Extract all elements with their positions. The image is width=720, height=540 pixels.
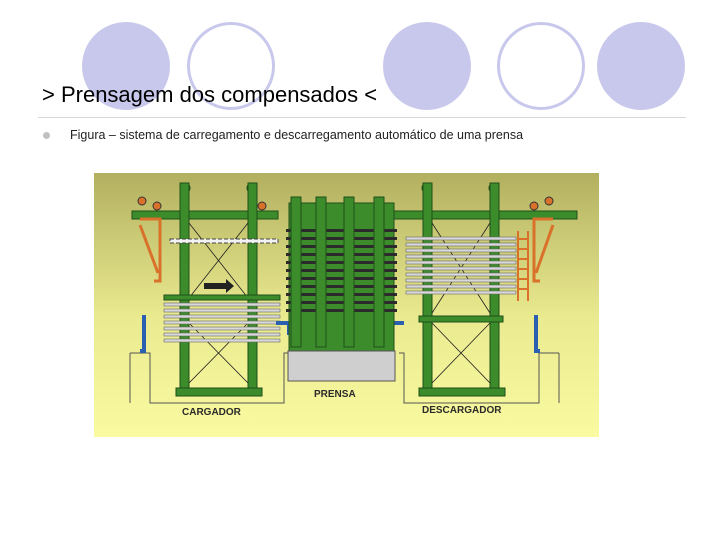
unloader-ladder	[517, 231, 529, 301]
slide-title: > Prensagem dos compensados <	[42, 82, 378, 107]
label-unloader: DESCARGADOR	[422, 405, 502, 416]
loader-assembly	[163, 182, 281, 397]
press-diagram: CARGADOR PRENSA DESCARGADOR	[94, 173, 599, 437]
label-press: PRENSA	[314, 389, 356, 400]
press-assembly	[286, 196, 397, 382]
decor-circle-4	[497, 22, 585, 110]
decor-circle-3	[383, 22, 471, 110]
unloader-assembly	[405, 182, 517, 397]
decor-circle-1	[82, 22, 170, 110]
foundation	[129, 352, 560, 404]
title-divider	[38, 117, 686, 118]
decor-circle-2	[187, 22, 275, 110]
bullet-text: Figura – sistema de carregamento e desca…	[70, 128, 524, 142]
label-loader: CARGADOR	[182, 407, 242, 418]
side-brackets	[138, 217, 555, 283]
decor-circle-5	[597, 22, 685, 110]
bullet-icon	[43, 132, 50, 139]
press-system-figure: CARGADOR PRENSA DESCARGADOR	[94, 173, 599, 437]
